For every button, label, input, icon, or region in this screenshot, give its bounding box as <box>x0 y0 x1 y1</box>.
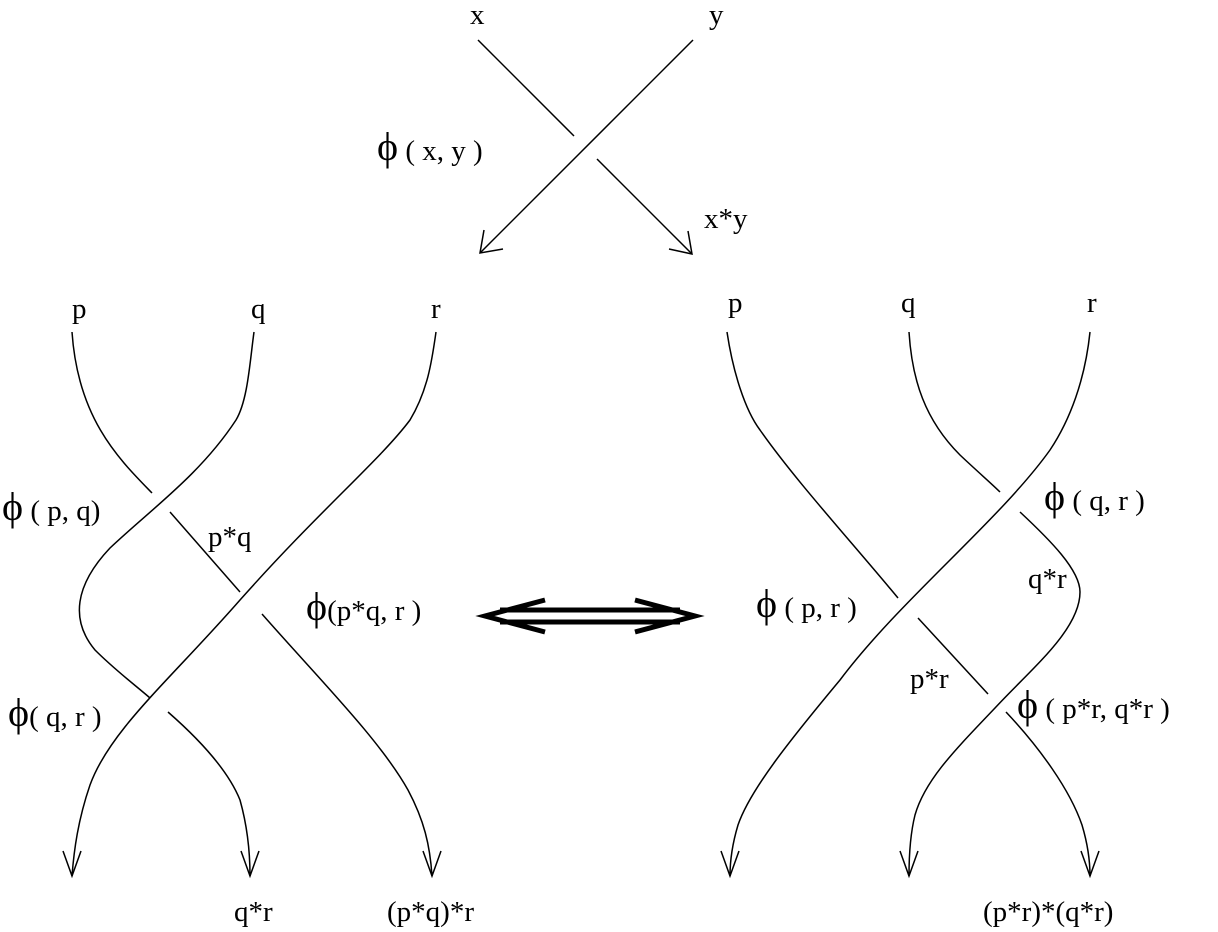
left-input-r: r <box>431 293 441 325</box>
right-strand-q-2 <box>908 511 1081 877</box>
phi-symbol: ϕ <box>756 581 777 626</box>
left-weight-qr: ϕ( q, r ) <box>8 690 102 735</box>
phi-symbol: ϕ <box>377 124 398 169</box>
weight-args: ( p, q) <box>23 495 100 527</box>
phi-symbol: ϕ <box>306 584 327 629</box>
left-weight-pq: ϕ ( p, q) <box>2 484 100 529</box>
right-strand-r <box>729 331 1091 877</box>
double-headed-arrow-icon <box>475 597 705 635</box>
label-y: y <box>709 0 724 31</box>
left-strand-q-1 <box>78 331 255 699</box>
right-output-pr-star-qr: (p*r)*(q*r) <box>983 896 1113 928</box>
right-input-r: r <box>1087 287 1097 319</box>
phi-symbol: ϕ <box>2 484 23 529</box>
arrowhead-icon <box>899 850 919 879</box>
arrow-shaft <box>500 607 680 625</box>
right-strand-p-1 <box>726 331 899 599</box>
phi-symbol: ϕ <box>1044 474 1065 519</box>
right-strand-q-1 <box>908 331 1001 493</box>
right-weight-pr: ϕ ( p, r ) <box>756 581 857 626</box>
weight-args: ( q, r ) <box>1065 485 1145 517</box>
arrow-left-head <box>475 597 546 635</box>
arrowhead-icon <box>720 850 740 879</box>
label-x-star-y: x*y <box>704 203 748 235</box>
left-strand-q-2 <box>167 711 251 877</box>
phi-symbol: ϕ <box>8 690 29 735</box>
arrowhead-icon <box>1080 850 1100 879</box>
label-x: x <box>470 0 485 31</box>
right-braid: p q r ϕ ( q, r ) q*r ϕ ( p, r ) p*r ϕ ( … <box>720 287 1170 928</box>
left-input-q: q <box>251 293 266 325</box>
phi-symbol: ϕ <box>1017 682 1038 727</box>
weight-args: ( x, y ) <box>398 135 483 167</box>
weight-args: ( p, r ) <box>777 592 857 624</box>
arrow-right-head <box>634 597 705 635</box>
top-under-strand-lower <box>596 158 693 255</box>
right-label-q-star-r: q*r <box>1028 563 1067 595</box>
weight-args: ( q, r ) <box>29 701 101 733</box>
left-label-p-star-q: p*q <box>208 521 252 553</box>
left-output-q-star-r: q*r <box>234 896 273 928</box>
weight-args: (p*q, r ) <box>327 595 421 627</box>
left-strand-p-1 <box>71 331 153 494</box>
top-over-strand <box>479 39 694 254</box>
right-strand-p-3 <box>1005 711 1091 877</box>
arrowhead-icon <box>479 229 504 254</box>
weight-xy: ϕ ( x, y ) <box>377 124 483 169</box>
left-strand-p-2 <box>169 511 241 593</box>
arrowhead-icon <box>668 230 693 255</box>
arrowhead-icon <box>240 850 260 879</box>
arrowhead-icon <box>422 850 442 879</box>
left-strand-p-3 <box>261 613 433 877</box>
top-under-strand-upper <box>477 39 575 137</box>
left-output-pq-star-r: (p*q)*r <box>387 896 474 928</box>
right-weight-qr: ϕ ( q, r ) <box>1044 474 1145 519</box>
left-input-p: p <box>72 293 87 325</box>
right-input-p: p <box>728 287 743 319</box>
right-label-p-star-r: p*r <box>910 663 949 695</box>
right-strand-p-2 <box>917 617 989 695</box>
arrowhead-icon <box>62 850 82 879</box>
left-braid: p q r ϕ ( p, q) p*q ϕ(p*q, r ) ϕ( q, r )… <box>2 293 474 928</box>
left-weight-pq-r: ϕ(p*q, r ) <box>306 584 421 629</box>
right-weight-pr-qr: ϕ ( p*r, q*r ) <box>1017 682 1170 727</box>
weight-args: ( p*r, q*r ) <box>1038 693 1170 725</box>
right-input-q: q <box>901 287 916 319</box>
left-strand-r <box>71 331 437 877</box>
top-crossing: x y ϕ ( x, y ) x*y <box>377 0 748 255</box>
